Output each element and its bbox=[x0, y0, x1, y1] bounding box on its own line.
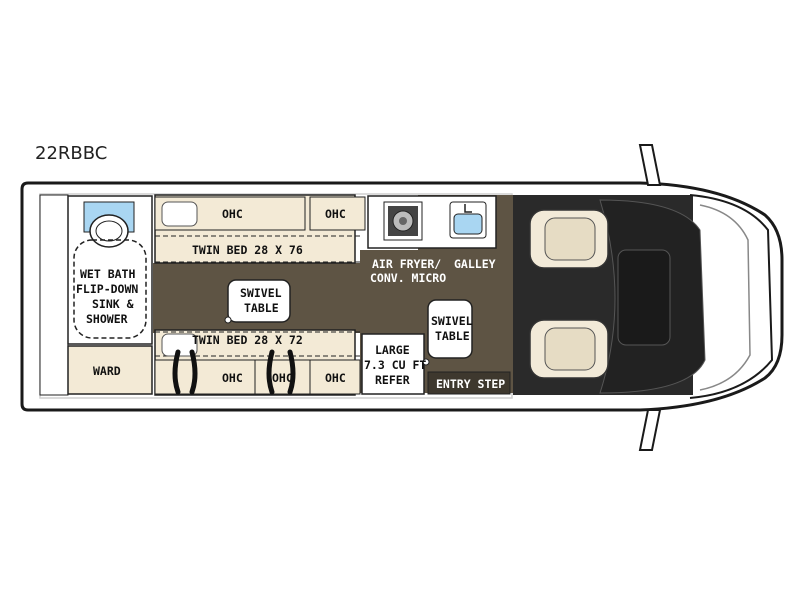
label-twin-bed-top: TWIN BED 28 X 76 bbox=[192, 243, 303, 257]
label-swivel-left-2: TABLE bbox=[244, 301, 279, 315]
label-swivel-right-1: SWIVEL bbox=[431, 314, 473, 328]
seatbelt-icons bbox=[172, 349, 296, 395]
wardrobe bbox=[67, 345, 153, 395]
mirror-top bbox=[638, 144, 662, 186]
driver-seat bbox=[529, 209, 609, 269]
windshield bbox=[699, 204, 751, 391]
bottom-ohc-3 bbox=[309, 359, 361, 395]
swivel-table-right bbox=[427, 299, 473, 359]
center-console bbox=[617, 249, 671, 346]
swivel-table-left bbox=[227, 279, 291, 323]
label-entry-step: ENTRY STEP bbox=[436, 377, 505, 391]
air-fryer-icon bbox=[383, 201, 423, 241]
top-bed-pillow bbox=[161, 201, 198, 227]
label-air-fryer-1: AIR FRYER/ bbox=[372, 257, 441, 271]
label-wet-bath-3: SINK & bbox=[92, 297, 134, 311]
bottom-ohc-2 bbox=[254, 359, 311, 395]
label-ohc-bottom-3: OHC bbox=[325, 371, 346, 385]
label-air-fryer-2: CONV. MICRO bbox=[370, 271, 446, 285]
rear-wall-area bbox=[39, 194, 69, 396]
entry-step bbox=[427, 371, 511, 395]
label-wet-bath-1: WET BATH bbox=[80, 267, 135, 281]
shower-dashed bbox=[73, 239, 147, 339]
mirror-bottom bbox=[638, 409, 662, 451]
hood bbox=[689, 194, 774, 399]
passenger-seat bbox=[529, 319, 609, 379]
bottom-ohc-1 bbox=[154, 359, 256, 395]
label-galley: GALLEY bbox=[454, 257, 496, 271]
label-wet-bath-4: SHOWER bbox=[86, 312, 128, 326]
label-ohc-bottom-1: OHC bbox=[222, 371, 243, 385]
sink-icon bbox=[449, 201, 487, 239]
label-ohc-bottom-2: OHC bbox=[272, 371, 293, 385]
label-wet-bath-2: FLIP-DOWN bbox=[76, 282, 138, 296]
label-ward: WARD bbox=[93, 364, 121, 378]
label-refer-2: 7.3 CU FT bbox=[364, 358, 426, 372]
label-refer-1: LARGE bbox=[375, 343, 410, 357]
toilet-icon bbox=[83, 201, 135, 248]
label-ohc-top-right: OHC bbox=[325, 207, 346, 221]
top-ohc-right bbox=[309, 196, 366, 231]
label-refer-3: REFER bbox=[375, 373, 410, 387]
label-swivel-left-1: SWIVEL bbox=[240, 286, 282, 300]
label-twin-bed-bottom: TWIN BED 28 X 72 bbox=[192, 333, 303, 347]
label-ohc-top-left: OHC bbox=[222, 207, 243, 221]
model-name: 22RBBC bbox=[35, 143, 108, 164]
label-swivel-right-2: TABLE bbox=[435, 329, 470, 343]
